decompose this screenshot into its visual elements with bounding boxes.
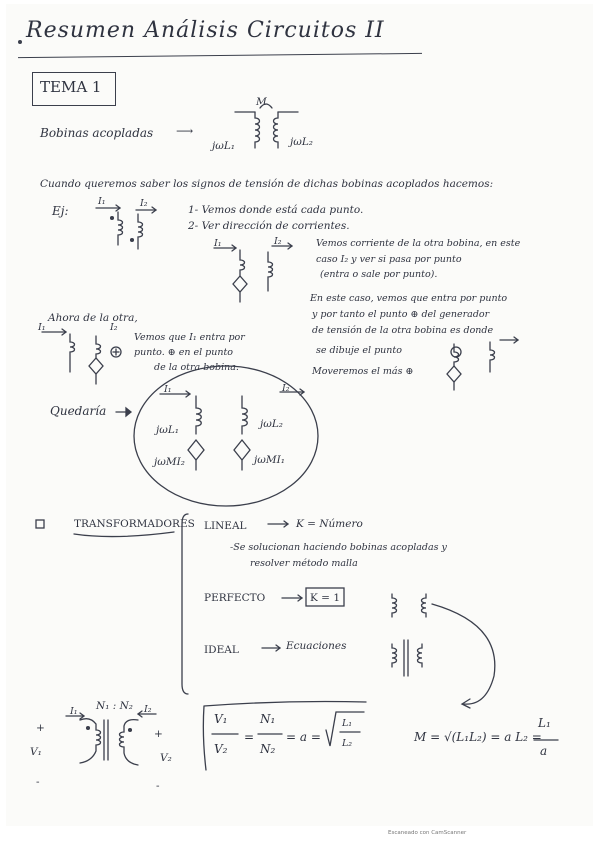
eq-v2: V₂ (214, 742, 228, 756)
ahora-line3: de la otra bobina. (154, 362, 239, 373)
transformadores-label: TRANSFORMADORES (74, 518, 195, 530)
ahora-i2: I₂ (110, 322, 118, 333)
ideal-v2: V₂ (160, 752, 172, 764)
quedaria-circuit-icon (159, 388, 306, 471)
ej-coils-icon (95, 204, 158, 250)
perfecto-k-box (305, 587, 345, 607)
perfecto-arrow-icon (281, 594, 304, 602)
ahora-i1: I₁ (38, 322, 46, 333)
ej-i2: I₂ (140, 198, 148, 209)
eq-sqrt-l2: L₂ (342, 738, 353, 749)
quedaria-jwmi2: jωMI₂ (154, 456, 185, 468)
coupled-coils-icon (234, 103, 299, 149)
ideal-plus-left: + (36, 722, 45, 734)
ej-i2-b: I₂ (274, 236, 282, 247)
perfecto-transformer-icon (391, 593, 427, 618)
eq-sqrt-sign (325, 711, 365, 747)
ideal-minus-right: - (156, 780, 160, 792)
curved-connector-arrowhead (460, 698, 471, 709)
intro-text: Cuando queremos saber los signos de tens… (40, 178, 494, 190)
bobinas-m-label: M (256, 96, 267, 108)
ej-note1-line1: Vemos corriente de la otra bobina, en es… (316, 238, 521, 249)
eq-n2: N₂ (260, 742, 276, 756)
scanner-footer: Escaneado con CamScanner (388, 830, 467, 836)
title-bullet (18, 40, 22, 44)
eq-n1: N₁ (260, 712, 276, 726)
lineal-arrow-icon (267, 520, 290, 528)
section-bullet-icon (35, 519, 45, 529)
ej-note2-line3: de tensión de la otra bobina es donde (312, 325, 494, 336)
page-title: Resumen Análisis Circuitos II (26, 18, 385, 43)
ej-note1-line2: caso I₂ y ver si pasa por punto (316, 254, 462, 265)
tema-box (32, 72, 116, 106)
quedaria-jwl1: jωL₁ (156, 424, 179, 436)
bobinas-label: Bobinas acopladas (40, 126, 154, 140)
ej-moveremos: Moveremos el más ⊕ (312, 366, 414, 377)
equation-frame (202, 700, 367, 771)
perfecto-label: PERFECTO (204, 592, 266, 604)
lineal-k: K = Número (296, 518, 363, 530)
move-plus-circuit-icon (446, 336, 520, 391)
bobinas-jwl1: jωL₁ (212, 140, 235, 152)
ideal-label: IDEAL (204, 644, 239, 656)
eq-v1: V₁ (214, 712, 228, 726)
ideal-i1: I₁ (70, 706, 78, 717)
quedaria-label: Quedaría (50, 404, 107, 418)
ej-i1-b: I₁ (214, 238, 222, 249)
curved-connector (431, 603, 496, 705)
perfecto-k: K = 1 (310, 592, 340, 604)
lineal-desc-2: resolver método malla (250, 558, 358, 569)
ej-step1: 1- Vemos donde está cada punto. (188, 204, 364, 216)
eq-frac-a: a (540, 744, 548, 758)
quedaria-i1: I₁ (164, 384, 172, 395)
eq-sqrt-l1: L₁ (342, 718, 353, 729)
ej-note2-line2: y por tanto el punto ⊕ del generador (312, 309, 490, 320)
ej-label: Ej: (52, 204, 69, 218)
ideal-v1: V₁ (30, 746, 42, 758)
ej-note1-line3: (entra o sale por punto). (320, 269, 438, 280)
ej-note2-line1: En este caso, vemos que entra por punto (310, 293, 508, 304)
quedaria-circle (133, 365, 319, 507)
eq-frac-l1: L₁ (538, 716, 551, 730)
ej-step2: 2- Ver dirección de corrientes. (188, 220, 350, 232)
ideal-transformer-icon (391, 639, 423, 677)
ej-source-icon (213, 242, 294, 303)
ideal-desc: Ecuaciones (286, 640, 347, 652)
quedaria-i2: I₂ (282, 383, 290, 394)
transformadores-brace (181, 513, 189, 695)
ideal-ratio: N₁ : N₂ (96, 700, 134, 712)
eq-equals-1: = (244, 730, 255, 744)
eq-a: = a = (286, 730, 321, 744)
ej-i1: I₁ (98, 196, 106, 207)
bobinas-arrow: ⟶ (176, 124, 194, 138)
quedaria-arrow-icon (115, 406, 133, 418)
ej-note2-line4: se dibuje el punto (316, 345, 402, 356)
quedaria-jwmi1: jωMI₁ (254, 454, 285, 466)
ideal-circuit-icon (65, 710, 157, 766)
lineal-label: LINEAL (204, 520, 247, 532)
ideal-i2: I₂ (144, 704, 152, 715)
ideal-minus-left: - (36, 776, 40, 788)
ideal-plus-right: + (154, 728, 163, 740)
lineal-desc-1: -Se solucionan haciendo bobinas acoplada… (230, 542, 447, 553)
ideal-arrow-icon (261, 644, 282, 652)
ahora-label: Ahora de la otra, (48, 312, 138, 324)
ahora-line2: punto. ⊕ en el punto (134, 347, 234, 358)
eq-m: M = √(L₁L₂) = a L₂ = (414, 730, 542, 744)
tema-label: TEMA 1 (40, 78, 102, 96)
transformadores-underline (73, 531, 175, 538)
ahora-line1: Vemos que I₁ entra por (134, 332, 245, 343)
notebook-page (6, 4, 593, 826)
quedaria-jwl2: jωL₂ (260, 418, 283, 430)
ahora-circuit-icon (41, 328, 122, 385)
bobinas-jwl2: jωL₂ (290, 136, 313, 148)
